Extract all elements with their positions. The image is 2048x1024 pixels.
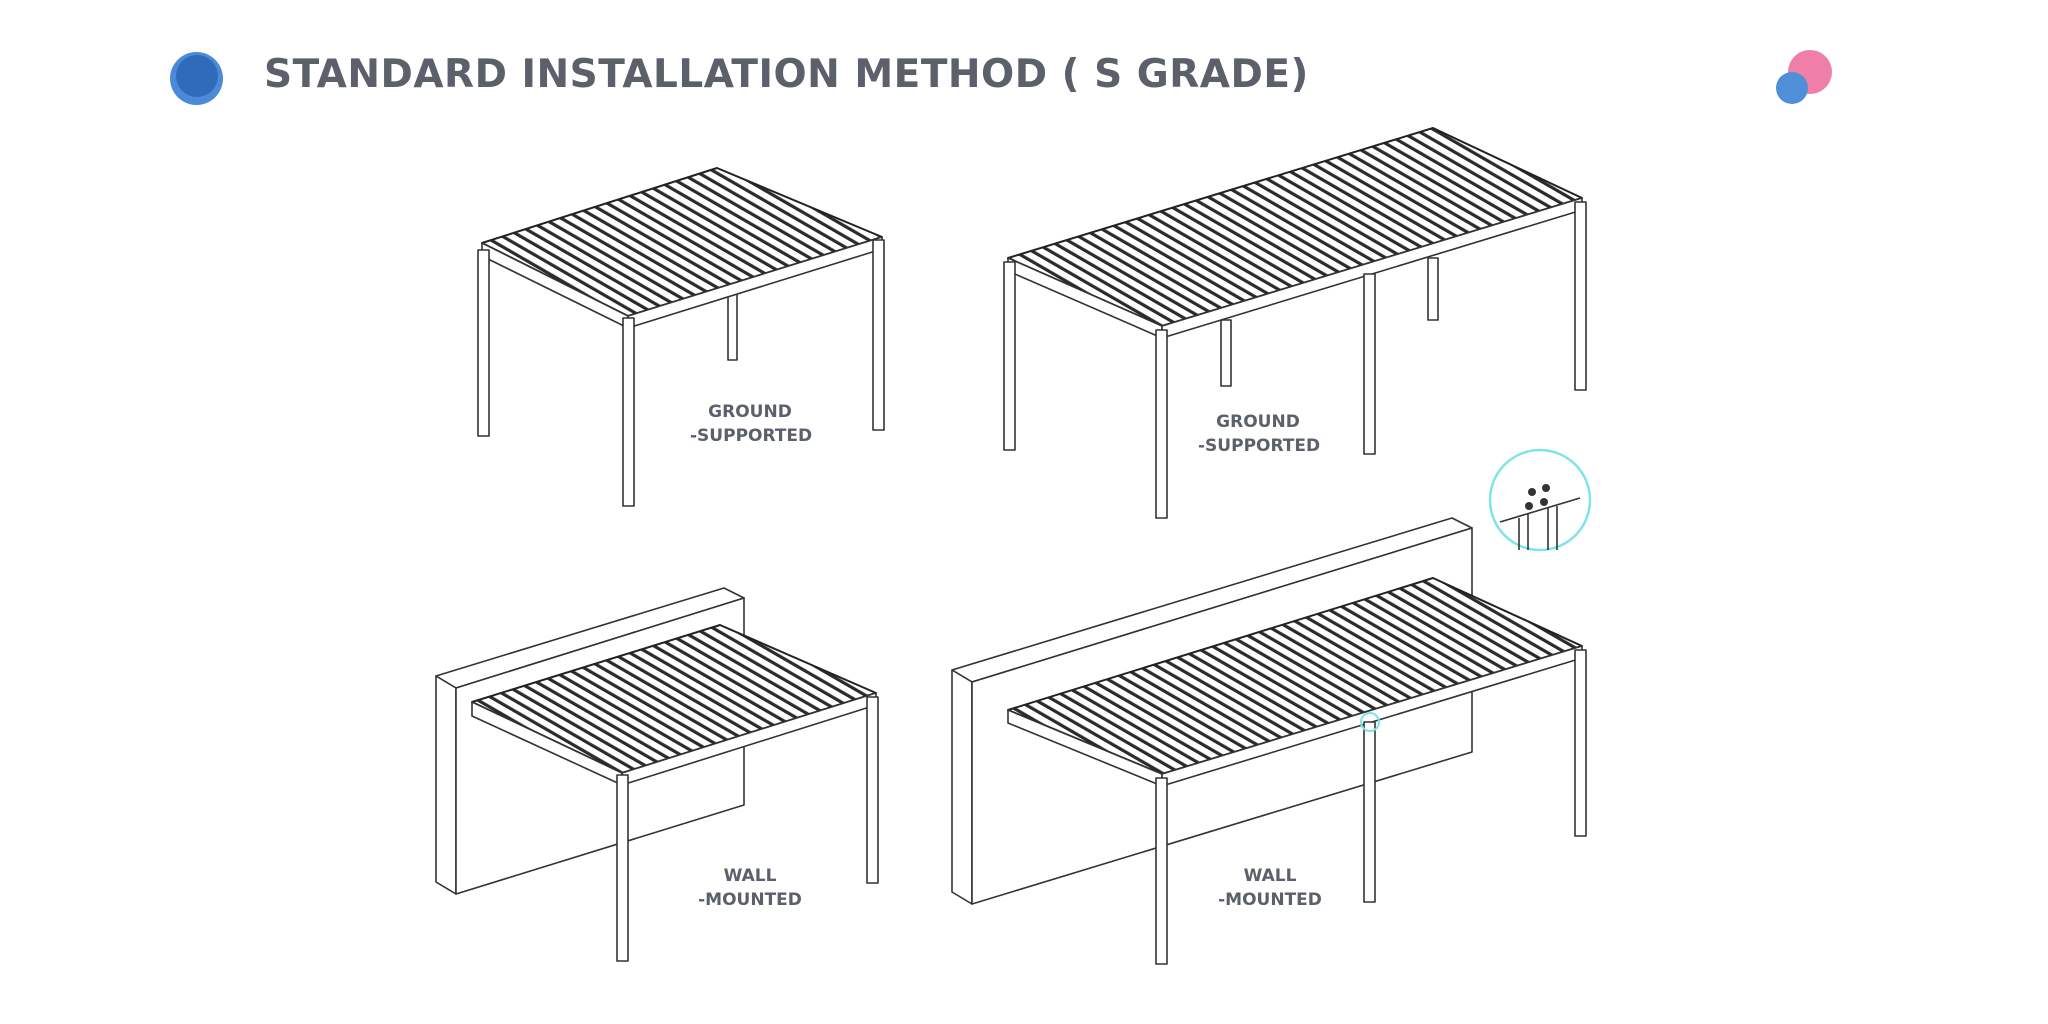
label-small-wall: WALL -MOUNTED — [698, 866, 802, 910]
page-title: STANDARD INSTALLATION METHOD ( S GRADE) — [264, 52, 1309, 97]
label-small-ground: GROUND -SUPPORTED — [690, 402, 813, 446]
diagram-small-wall — [435, 587, 879, 962]
bolt-detail-icon — [1488, 448, 1592, 552]
label-large-wall: WALL -MOUNTED — [1218, 866, 1322, 910]
diagram-large-wall — [951, 517, 1587, 965]
diagram-large-ground — [1003, 127, 1587, 519]
diagram-small-ground — [477, 167, 885, 507]
logo-right-icon — [1776, 50, 1836, 106]
logo-left-icon — [170, 52, 223, 105]
label-large-ground: GROUND -SUPPORTED — [1198, 412, 1321, 456]
